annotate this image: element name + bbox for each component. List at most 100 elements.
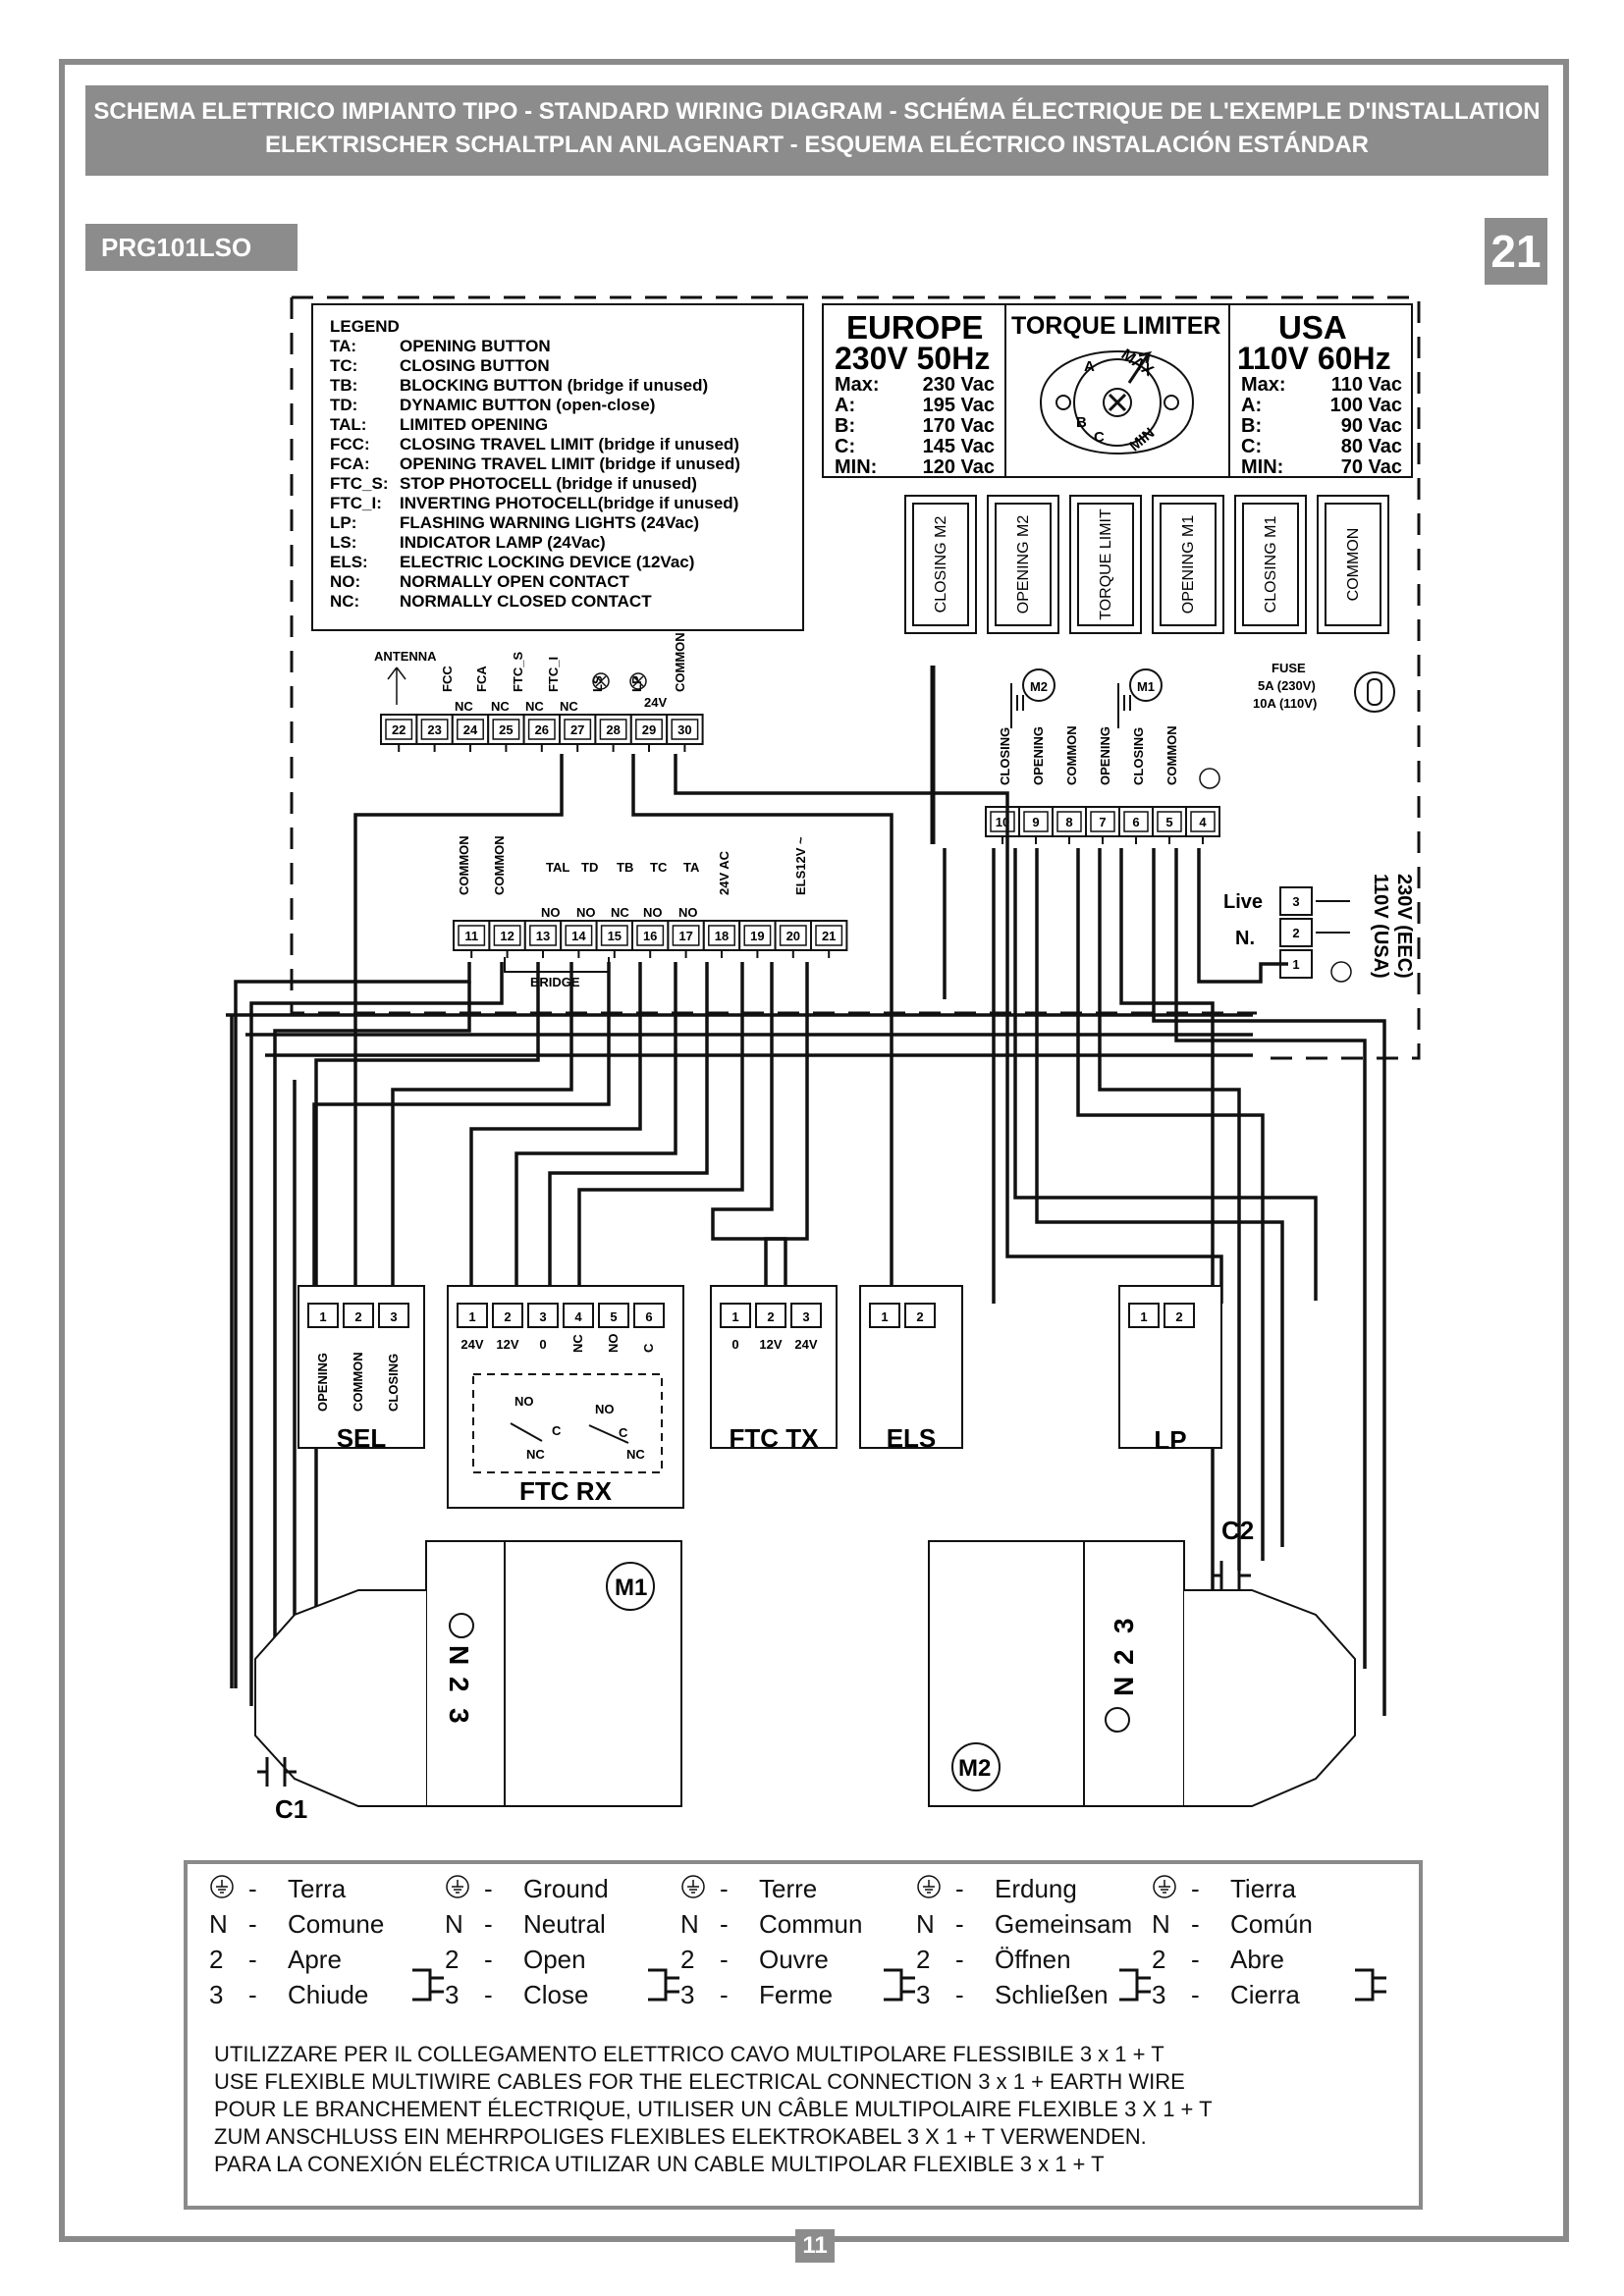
usa-subtitle: 110V 60Hz [1237,341,1391,376]
c1-label: C1 [275,1794,307,1824]
no-label: NO [643,905,663,920]
m2-terminal-n: N [1109,1677,1139,1696]
legend-key: N [209,1909,228,1939]
connector-label: OPENING M2 [1015,515,1032,614]
terminal-number: 15 [608,929,622,943]
device-terminal-number: 6 [645,1309,652,1324]
legend-key: 2 [680,1945,695,1974]
terminal-number: 7 [1099,815,1106,829]
nc-label: NC [611,905,629,920]
dial-a: A [1084,358,1095,375]
legend-code: TA: [330,337,356,355]
terminal-screw [990,811,1015,832]
legend-key: 2 [1152,1945,1166,1974]
terminal-screw [385,719,413,740]
connector [1317,495,1389,634]
europe-box [822,303,1006,478]
connector [904,495,977,634]
usa-row-value: 90 Vac [1341,415,1402,437]
switch-icon [1353,1960,1388,2014]
usa-row-key: A: [1241,395,1262,416]
device-name: SEL [337,1423,387,1453]
m2-badge [951,1742,1001,1791]
legend-text: BLOCKING BUTTON (bridge if unused) [400,376,708,395]
device-name: ELS [887,1423,937,1453]
motor-symbol [1129,668,1163,702]
terminal-number: 22 [392,722,406,737]
dial-c: C [1094,429,1105,446]
legend-code: NO: [330,572,360,591]
device-label: OPENING [315,1353,330,1412]
connector-label: TORQUE LIMIT [1098,508,1114,620]
power-cell [1279,886,1313,916]
usa-row-key: MIN: [1241,456,1283,478]
connector-inner [1160,503,1217,626]
terminal-number: 19 [750,929,764,943]
note-de: ZUM ANSCHLUSS EIN MEHRPOLIGES FLEXIBLES … [214,2124,1147,2149]
usa-title: USA [1278,309,1347,346]
motor-terminal-label: COMMON [1064,725,1079,785]
legend-code: TAL: [330,415,366,434]
bridge-wire [504,957,610,973]
motor-terminal-label: CLOSING [998,727,1012,785]
torque-title: TORQUE LIMITER [1011,312,1220,340]
v24-label: 24V [644,695,667,710]
legend-key: 2 [916,1945,931,1974]
connector-inner [995,503,1052,626]
europe-row-key: B: [835,415,855,437]
motor-m1: M1 N 2 3 C1 [254,1540,682,1824]
legend-term: Tierra [1230,1874,1296,1903]
legend-code: LP: [330,513,356,532]
legend-dash: - [484,1980,493,2009]
terminal-number: 6 [1132,815,1139,829]
device-label: NO [606,1334,621,1354]
antenna-label: ANTENNA [374,649,437,664]
terminal-number: 5 [1165,815,1172,829]
legend-dash: - [1191,1874,1200,1903]
legend-term: Close [523,1980,589,2009]
mid-terminal-label: TB [617,860,633,875]
device-label: C [641,1343,656,1353]
dial-b: B [1076,414,1087,431]
motor-symbol-label: M1 [1137,679,1155,694]
legend-term: Terre [759,1874,818,1903]
terminal-screw [458,925,486,946]
europe-row-value: 145 Vac [923,436,995,457]
legend-box [311,303,804,631]
terminal-screw [492,719,520,740]
motor-symbol [1022,668,1056,702]
connector-label: COMMON [1345,528,1362,602]
device-terminal-number: 1 [731,1309,738,1324]
device-terminal-number: 5 [610,1309,617,1324]
top-terminal-label: FCA [474,666,489,692]
legend-term: Chiude [288,1980,369,2009]
legend-key: 3 [209,1980,224,2009]
fuse-title: FUSE [1272,661,1306,675]
legend-key: N [680,1909,699,1939]
device-label: 24V [794,1337,817,1352]
legend-text: LIMITED OPENING [400,415,548,434]
usa-row-value: 70 Vac [1341,456,1402,478]
m1-badge [606,1562,655,1611]
legend-key: 3 [445,1980,460,2009]
switch-icon [410,1960,446,2014]
terminal-number: 16 [643,929,657,943]
legend-dash: - [248,1945,257,1974]
device-terminal-number: 1 [1140,1309,1147,1324]
page-header: SCHEMA ELETTRICO IMPIANTO TIPO - STANDAR… [85,85,1548,176]
nc-label: NC [455,699,473,714]
legend-dash: - [955,1909,964,1939]
top-terminal-label: COMMON [673,632,687,692]
europe-row-key: Max: [835,374,880,396]
legend-dash: - [720,1909,729,1939]
device-terminal [457,1303,488,1328]
legend-term: Apre [288,1945,342,1974]
terminal-screw [672,925,700,946]
legend-code: FCA: [330,454,370,473]
mid-terminal-label: TA [683,860,700,875]
terminal-number: 13 [536,929,550,943]
legend-dash: - [720,1945,729,1974]
legend-dash: - [248,1980,257,2009]
